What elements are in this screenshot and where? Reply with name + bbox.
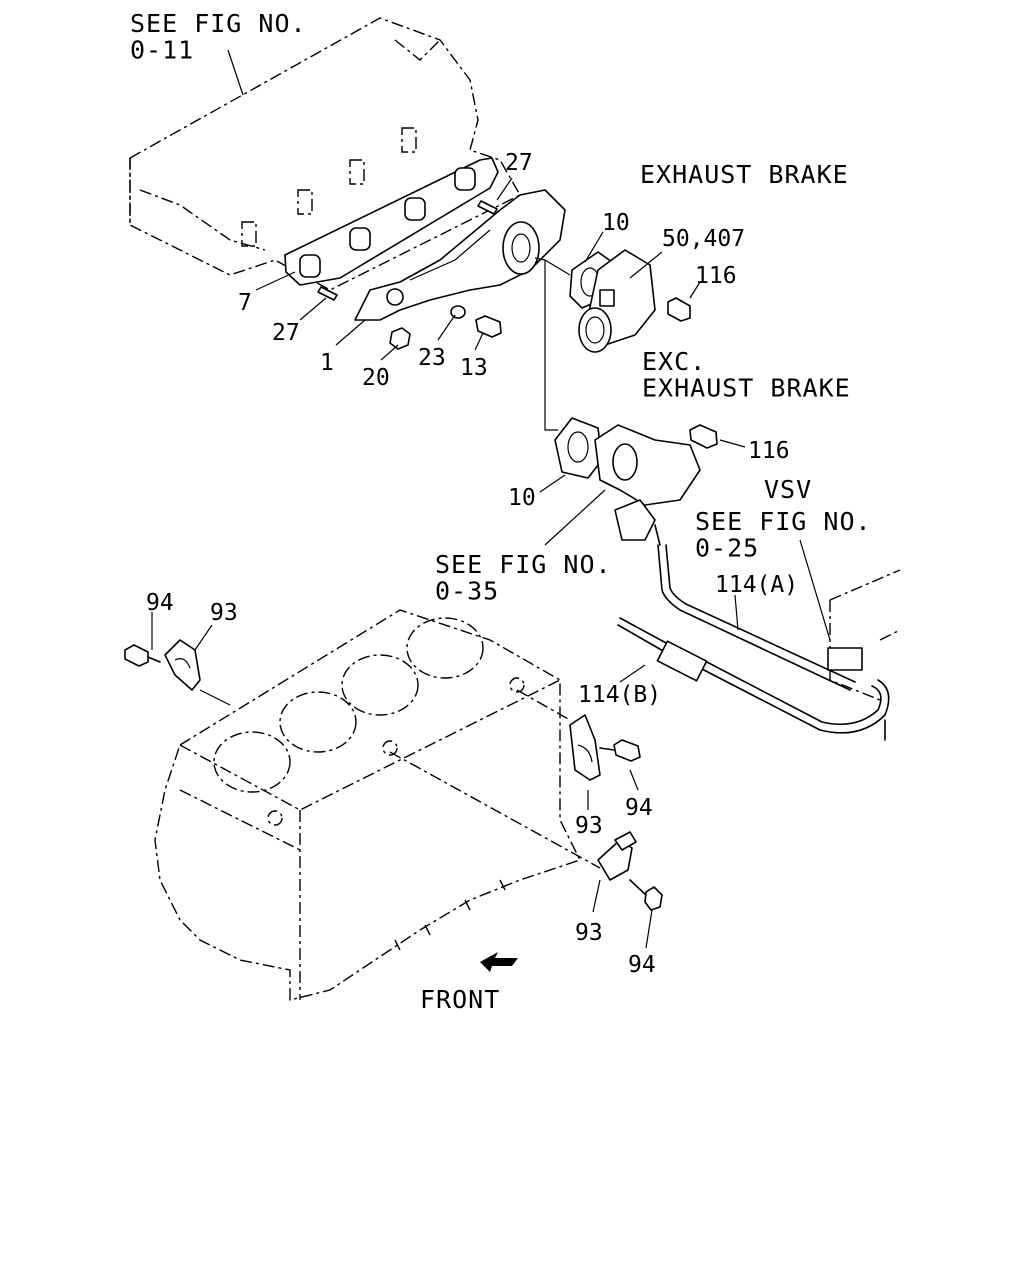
manifold-gasket — [284, 157, 499, 286]
callout-94-middle: 94 — [625, 795, 653, 821]
exhaust-manifold — [354, 189, 566, 321]
clamp-93-middle — [569, 714, 601, 781]
note-vsv: VSV — [764, 475, 812, 504]
callout-1: 1 — [320, 350, 334, 376]
note-exc-exhaust-brake: EXC.EXHAUST BRAKE — [642, 347, 851, 402]
leader-lines — [227, 49, 831, 683]
note-see-fig-0-11: SEE FIG NO.0-11 — [130, 9, 307, 64]
leader-lines-lower — [151, 612, 653, 949]
callout-94-left: 94 — [146, 590, 174, 616]
washer-23 — [450, 305, 466, 319]
front-arrow-icon — [480, 952, 518, 972]
callout-27-lower: 27 — [272, 320, 300, 346]
bolt-13 — [475, 315, 502, 338]
cylinder-block-reference — [154, 609, 581, 1001]
callout-114b: 114(B) — [578, 682, 661, 708]
bolt-116-lower — [689, 424, 718, 449]
callout-7: 7 — [238, 290, 252, 316]
callout-93-middle: 93 — [575, 813, 603, 839]
clamp-93-lower — [597, 831, 637, 881]
callout-13: 13 — [460, 355, 488, 381]
nut-20 — [389, 327, 411, 350]
exhaust-brake-valve — [578, 249, 656, 353]
callout-23: 23 — [418, 345, 446, 371]
vacuum-hose-114b — [617, 617, 890, 734]
bolt-116-upper — [667, 297, 691, 322]
callout-114a: 114(A) — [715, 572, 798, 598]
note-see-fig-0-35: SEE FIG NO.0-35 — [435, 550, 612, 605]
clamp-93-left-line — [199, 689, 231, 706]
exhaust-pipe-elbow — [594, 424, 701, 546]
clamp-93-left — [164, 639, 201, 691]
block-dash-middle — [516, 689, 571, 721]
callout-27-upper: 27 — [505, 150, 533, 176]
stud-27-lower — [317, 286, 338, 301]
bolt-94-left — [124, 644, 161, 667]
note-exhaust-brake: EXHAUST BRAKE — [640, 160, 849, 189]
callout-116-upper: 116 — [695, 263, 737, 289]
callout-10-upper: 10 — [602, 210, 630, 236]
bolt-94-lower — [629, 879, 663, 911]
callout-20: 20 — [362, 365, 390, 391]
note-see-fig-0-25: SEE FIG NO.0-25 — [695, 507, 872, 562]
exhaust-pipe-gasket-10 — [554, 417, 603, 479]
cylinder-head-reference — [129, 17, 521, 291]
callout-94-lower: 94 — [628, 952, 656, 978]
callout-93-lower: 93 — [575, 920, 603, 946]
stud-27-upper — [477, 200, 498, 215]
callout-93-left: 93 — [210, 600, 238, 626]
callout-50-407: 50,407 — [662, 226, 745, 252]
vsv-reference — [827, 569, 901, 741]
block-dash-lower — [389, 751, 601, 869]
note-front: FRONT — [420, 985, 500, 1014]
callout-116-lower: 116 — [748, 438, 790, 464]
callout-10-lower: 10 — [508, 485, 536, 511]
vacuum-hose-114a — [657, 544, 856, 691]
bolt-94-middle — [599, 739, 641, 762]
